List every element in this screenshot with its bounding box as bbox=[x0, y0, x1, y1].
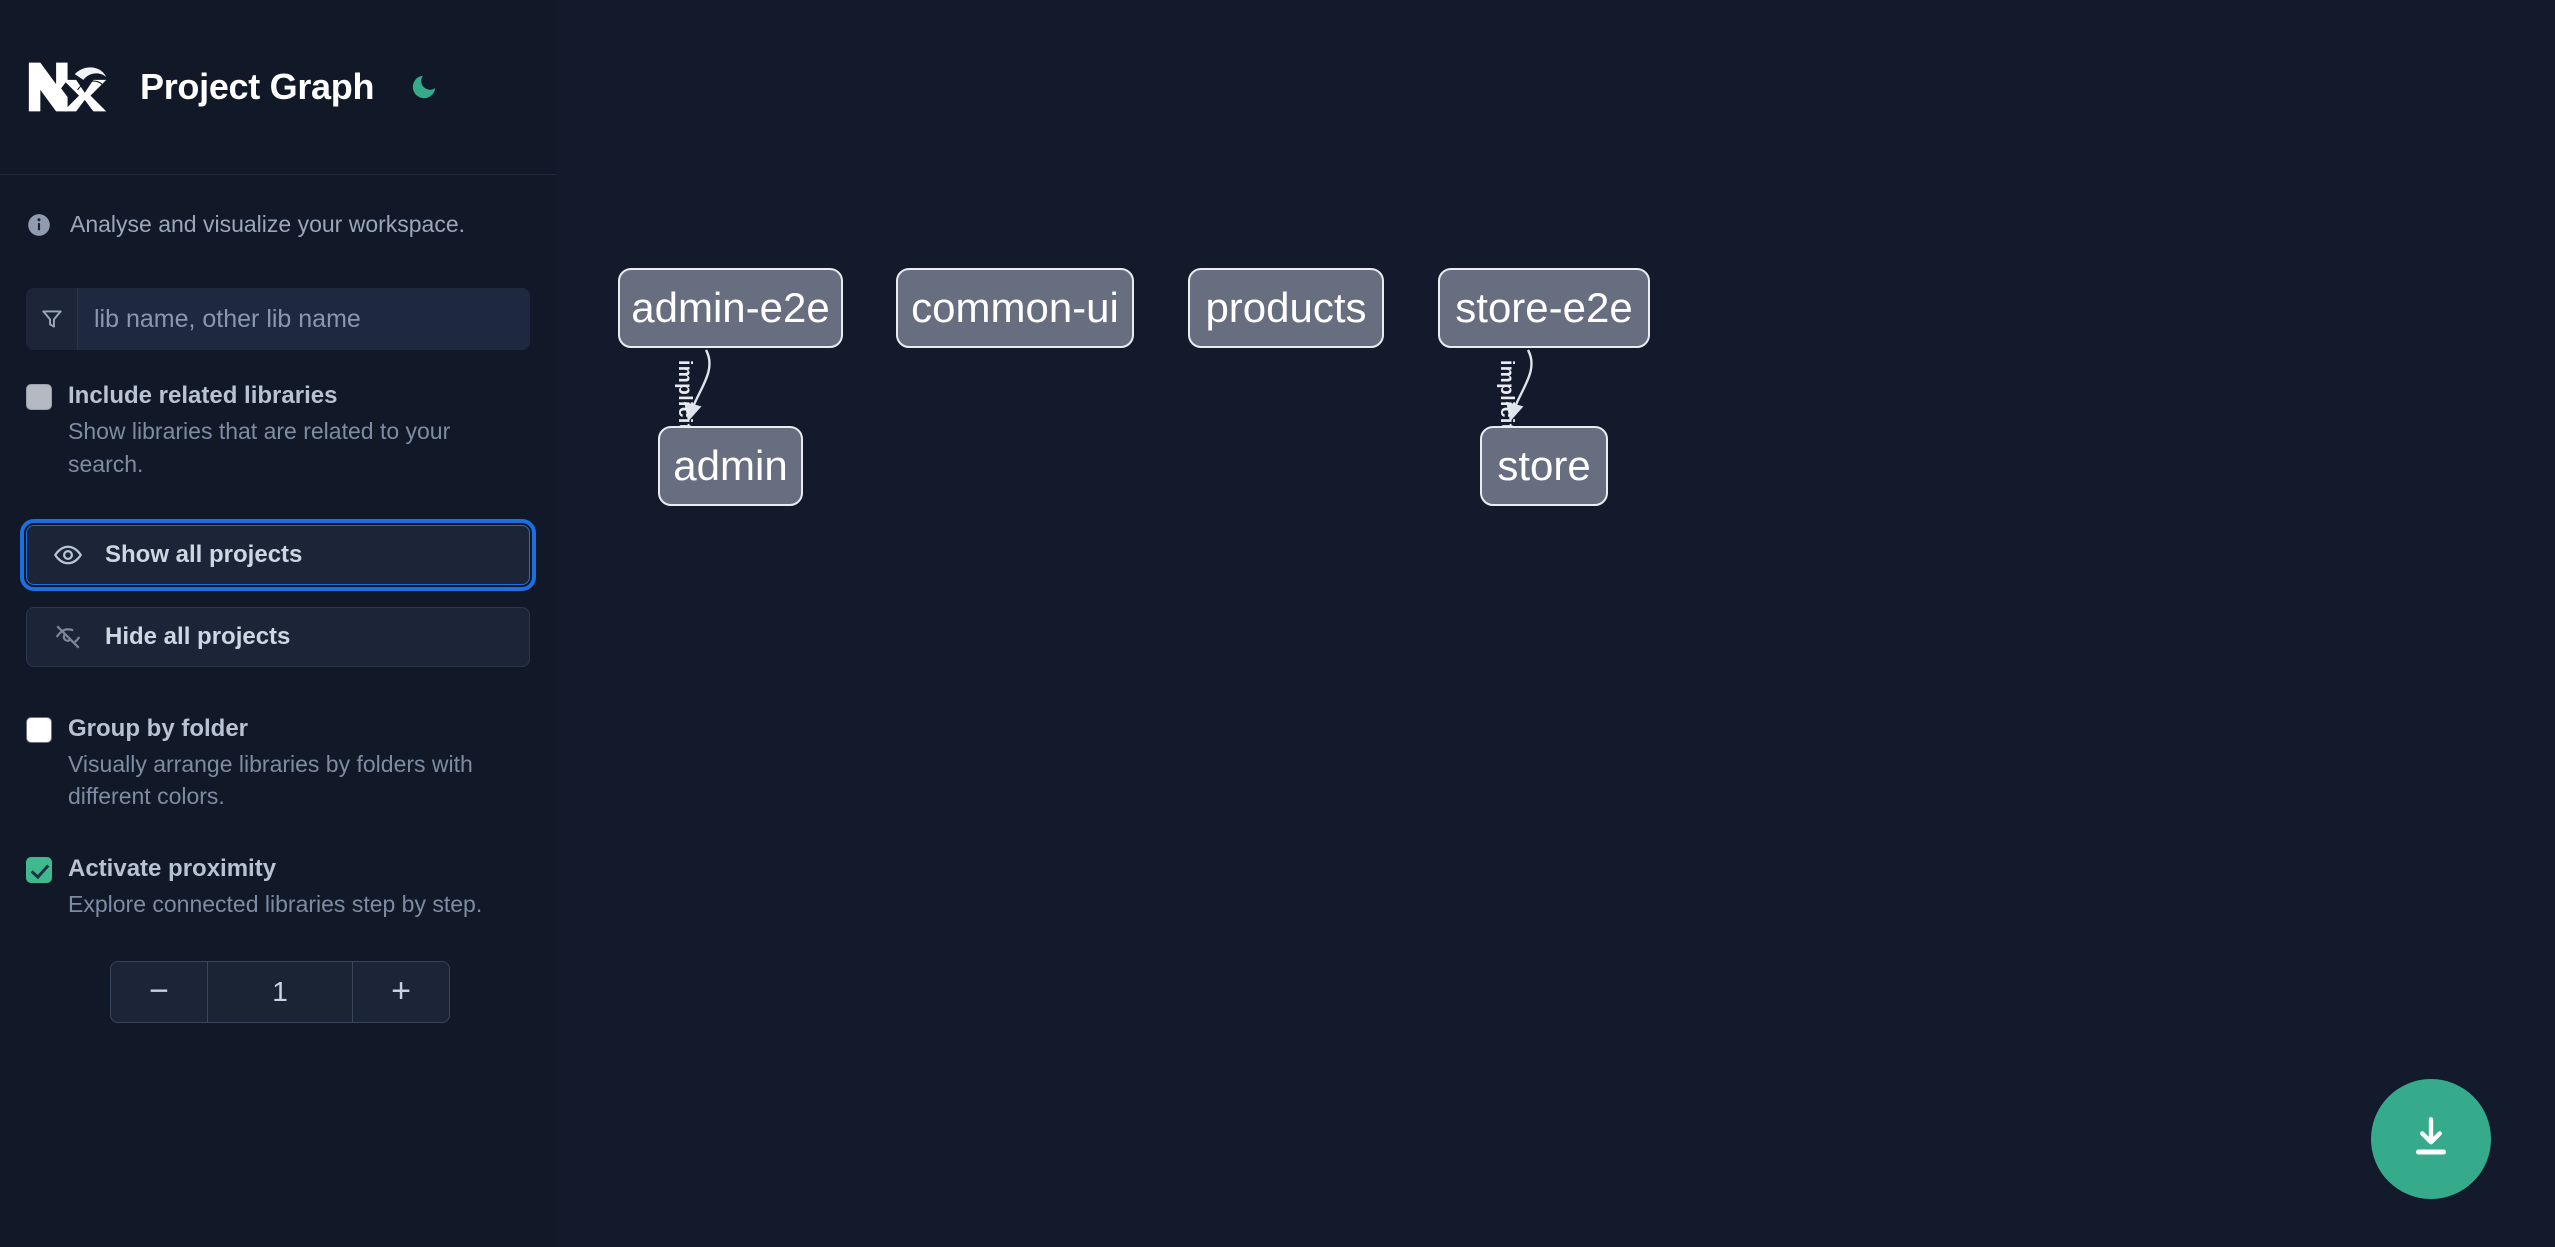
eye-off-icon bbox=[53, 622, 83, 652]
graph-node-store[interactable]: store bbox=[1480, 426, 1608, 506]
download-graph-button[interactable] bbox=[2371, 1079, 2491, 1199]
option-group-by-folder[interactable]: Group by folder Visually arrange librari… bbox=[26, 713, 530, 814]
sidebar: Project Graph Analyse and visualize your… bbox=[0, 0, 556, 1247]
graph-canvas[interactable]: implicit implicit admin-e2e common-ui pr… bbox=[556, 0, 2555, 1247]
workspace-info: Analyse and visualize your workspace. bbox=[0, 175, 556, 238]
search-input[interactable] bbox=[78, 288, 530, 350]
filter-funnel-icon[interactable] bbox=[26, 288, 78, 350]
option-title: Group by folder bbox=[68, 714, 248, 742]
proximity-increment-button[interactable]: + bbox=[353, 961, 449, 1022]
hide-all-projects-button[interactable]: Hide all projects bbox=[26, 606, 530, 667]
option-description: Show libraries that are related to your … bbox=[68, 418, 451, 477]
edge-label-implicit-store: implicit bbox=[1496, 360, 1517, 431]
graph-node-admin[interactable]: admin bbox=[658, 426, 803, 506]
proximity-stepper: − 1 + bbox=[110, 960, 450, 1023]
visibility-buttons: Show all projects Hide all projects bbox=[20, 518, 536, 667]
proximity-decrement-button[interactable]: − bbox=[111, 961, 207, 1022]
graph-node-common-ui[interactable]: common-ui bbox=[896, 268, 1134, 348]
graph-node-admin-e2e[interactable]: admin-e2e bbox=[618, 268, 843, 348]
proximity-value: 1 bbox=[207, 961, 353, 1022]
workspace-info-text: Analyse and visualize your workspace. bbox=[70, 211, 466, 237]
sidebar-header: Project Graph bbox=[0, 0, 556, 175]
edge-label-implicit-admin: implicit bbox=[674, 360, 695, 431]
option-description: Visually arrange libraries by folders wi… bbox=[68, 750, 473, 810]
graph-edges bbox=[684, 349, 1533, 422]
page-title: Project Graph bbox=[140, 66, 375, 107]
show-all-projects-label: Show all projects bbox=[105, 540, 303, 568]
option-title: Activate proximity bbox=[68, 855, 277, 882]
search-bar bbox=[26, 288, 530, 350]
show-all-projects-button[interactable]: Show all projects bbox=[20, 518, 536, 591]
checkbox-activate-proximity[interactable] bbox=[26, 857, 52, 883]
graph-node-store-e2e[interactable]: store-e2e bbox=[1438, 268, 1650, 348]
option-description: Explore connected libraries step by step… bbox=[68, 891, 483, 918]
download-icon bbox=[2406, 1112, 2456, 1167]
option-activate-proximity[interactable]: Activate proximity Explore connected lib… bbox=[26, 853, 530, 921]
option-include-related-libraries[interactable]: Include related libraries Show libraries… bbox=[26, 380, 530, 481]
eye-icon bbox=[53, 540, 83, 570]
checkbox-include-related-libraries[interactable] bbox=[26, 384, 52, 410]
nx-logo bbox=[26, 58, 112, 116]
info-circle-icon bbox=[26, 212, 52, 238]
graph-node-products[interactable]: products bbox=[1188, 268, 1384, 348]
moon-icon[interactable] bbox=[404, 67, 444, 107]
option-title: Include related libraries bbox=[68, 382, 338, 409]
checkbox-group-by-folder[interactable] bbox=[26, 716, 52, 743]
hide-all-projects-label: Hide all projects bbox=[105, 622, 291, 650]
